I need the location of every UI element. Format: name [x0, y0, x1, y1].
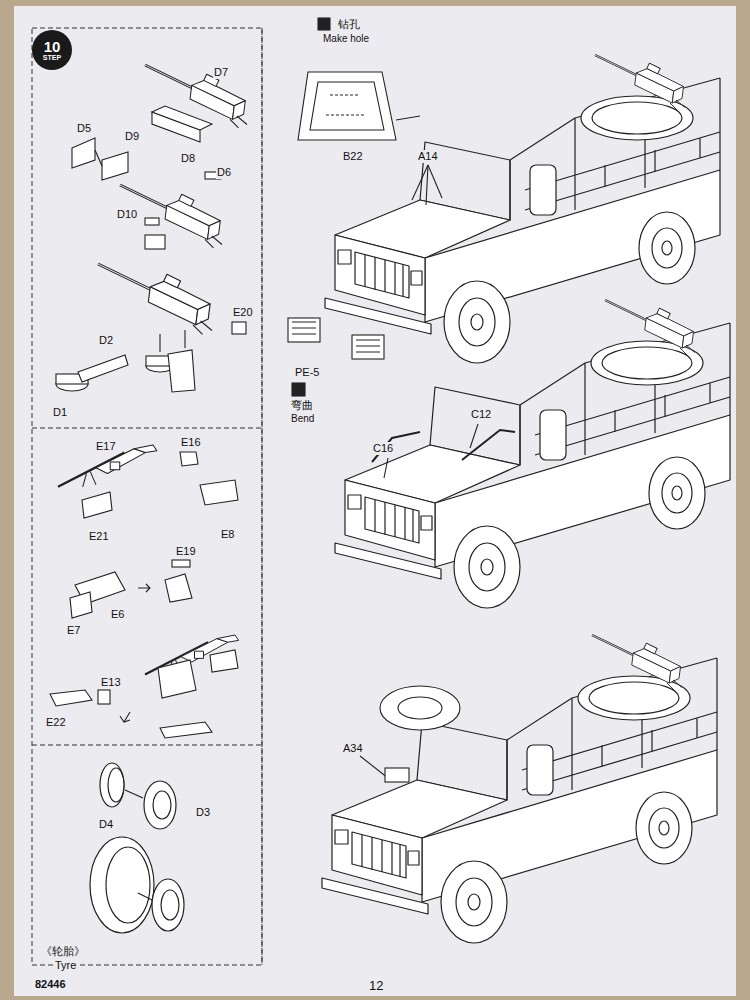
vehicle-views — [322, 55, 730, 943]
part-label: E8 — [220, 528, 235, 541]
part-label: A14 — [417, 150, 439, 163]
step-badge: 10STEP — [32, 30, 72, 70]
part-label: D1 — [52, 406, 68, 419]
part-label: E13 — [100, 676, 122, 689]
part-label: 82446 — [34, 978, 67, 991]
part-label: 《轮胎》 — [40, 945, 86, 958]
part-label: E6 — [110, 608, 125, 621]
part-label: Tyre — [54, 959, 77, 972]
part-label: Make hole — [322, 33, 370, 45]
part-label: D3 — [195, 806, 211, 819]
part-label: Bend — [290, 413, 315, 425]
part-label: PE-5 — [294, 366, 320, 379]
part-label: 12 — [368, 978, 384, 993]
part-label: B22 — [342, 150, 364, 163]
part-label: 弯曲 — [290, 399, 314, 412]
part-label: E20 — [232, 306, 254, 319]
part-label: C12 — [470, 408, 492, 421]
wheel-parts — [90, 763, 184, 933]
part-label: D6 — [216, 166, 232, 179]
panel-borders — [32, 28, 262, 965]
part-label: E17 — [95, 440, 117, 453]
detail-parts — [288, 18, 515, 782]
part-label: D9 — [124, 130, 140, 143]
step-number: 10 — [44, 39, 61, 54]
step-word: STEP — [43, 54, 61, 62]
part-label: E7 — [66, 624, 81, 637]
part-label: E16 — [180, 436, 202, 449]
part-label: E21 — [88, 530, 110, 543]
part-label: D4 — [98, 818, 114, 831]
part-label: E19 — [175, 545, 197, 558]
paper — [14, 6, 736, 996]
part-label: D7 — [213, 66, 229, 79]
part-label: D2 — [98, 334, 114, 347]
part-label: D5 — [76, 122, 92, 135]
part-label: C16 — [372, 442, 394, 455]
part-label: 钻孔 — [337, 18, 361, 31]
part-label: D8 — [180, 152, 196, 165]
part-label: D10 — [116, 208, 138, 221]
part-label: E22 — [45, 716, 67, 729]
part-label: A34 — [342, 742, 364, 755]
gun-assemblies — [50, 65, 247, 738]
